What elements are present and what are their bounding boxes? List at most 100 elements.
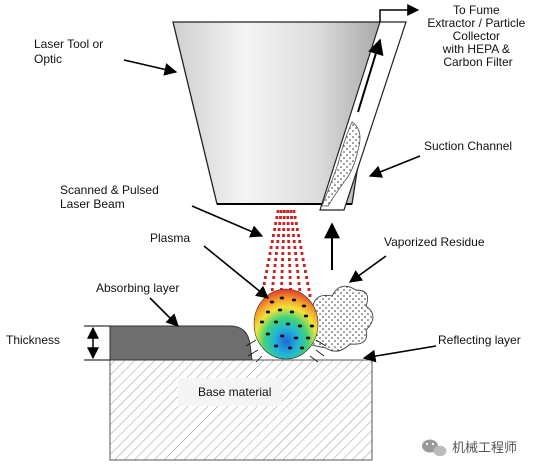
laser-beam-dot — [287, 246, 291, 249]
laser-beam-dot — [272, 234, 275, 237]
plasma-particle — [291, 298, 297, 302]
leader-arrows — [123, 59, 437, 363]
laser-beam-dot — [264, 276, 267, 279]
plasma-particle — [303, 314, 309, 318]
laser-beam-dot — [281, 258, 284, 261]
thickness-label: Thickness — [6, 333, 60, 347]
laser-beam-dot — [282, 222, 286, 225]
laser-beam — [260, 210, 312, 297]
laser-beam-dot — [286, 228, 290, 231]
laser-beam-dot — [279, 210, 283, 213]
laser-beam-dot — [305, 276, 308, 279]
base-material — [109, 359, 373, 461]
laser-beam-dot — [282, 234, 285, 237]
scanned-beam-label: Scanned & Pulsed Laser Beam — [60, 183, 162, 211]
laser-beam-dot — [266, 264, 270, 267]
laser-beam-dot — [273, 264, 277, 267]
laser-beam-dot — [281, 252, 285, 255]
thickness-marker — [84, 325, 110, 361]
plasma-particle — [309, 324, 315, 328]
plasma-particle — [287, 346, 293, 350]
laser-tool-label: Laser Tool or Optic — [34, 37, 107, 66]
watermark: 机械工程师 — [422, 439, 517, 457]
laser-beam-dot — [270, 240, 274, 243]
plasma-particle — [289, 310, 295, 314]
plasma-particle — [265, 310, 271, 314]
laser-beam-dot — [288, 276, 292, 279]
laser-beam-dot — [265, 270, 268, 273]
laser-beam-dot — [296, 276, 300, 279]
plasma-particle — [279, 334, 285, 338]
laser-beam-dot — [272, 276, 276, 279]
laser-beam-dot — [280, 270, 284, 273]
plasma-label: Plasma — [150, 231, 190, 245]
laser-beam-dot — [304, 270, 307, 273]
laser-beam-dot — [288, 258, 291, 261]
wechat-icon — [422, 439, 447, 457]
laser-beam-dot — [302, 264, 306, 267]
laser-beam-dot — [287, 240, 291, 243]
laser-beam-dot — [291, 228, 295, 231]
plasma-particle — [285, 322, 291, 326]
laser-beam-dot — [262, 282, 266, 285]
laser-beam-dot — [289, 210, 293, 213]
laser-beam-dot — [274, 258, 278, 261]
laser-beam-dot — [290, 216, 293, 219]
plasma-particle — [273, 320, 279, 324]
laser-beam-dot — [276, 240, 280, 243]
laser-beam-dot — [286, 222, 290, 225]
laser-beam-dot — [294, 252, 297, 255]
suction-channel-label: Suction Channel — [424, 139, 512, 153]
absorbing-layer-label: Absorbing layer — [96, 281, 179, 295]
laser-beam-dot — [307, 288, 311, 291]
laser-beam-dot — [287, 234, 290, 237]
laser-beam-dot — [280, 276, 284, 279]
plasma-particle — [269, 300, 275, 304]
laser-beam-dot — [275, 246, 279, 249]
plasma-particle — [265, 332, 271, 336]
laser-beam-dot — [296, 270, 300, 273]
laser-beam-dot — [286, 216, 290, 219]
suction-channel — [319, 4, 420, 211]
plasma-particle — [305, 336, 311, 340]
laser-beam-dot — [301, 258, 305, 261]
plasma-particle — [301, 304, 307, 308]
laser-beam-dot — [273, 228, 276, 231]
fume-extractor-label: To Fume Extractor / Particle Collector w… — [427, 3, 528, 69]
laser-beam-dot — [297, 234, 300, 237]
laser-beam-dot — [306, 282, 310, 285]
vaporized-residue-label: Vaporized Residue — [384, 235, 485, 249]
laser-beam-dot — [298, 288, 302, 291]
laser-beam-dot — [279, 216, 282, 219]
laser-beam-dot — [271, 282, 275, 285]
laser-beam-dot — [275, 216, 279, 219]
plasma — [245, 288, 327, 363]
laser-beam-dot — [293, 246, 297, 249]
laser-beam-dot — [281, 240, 285, 243]
laser-beam-dot — [281, 246, 285, 249]
laser-beam-dot — [294, 222, 298, 225]
reflecting-layer-label: Reflecting layer — [438, 333, 521, 347]
laser-beam-dot — [275, 252, 278, 255]
laser-beam-dot — [277, 228, 281, 231]
laser-beam-dot — [287, 252, 291, 255]
laser-beam-dot — [292, 234, 295, 237]
laser-beam-dot — [288, 270, 292, 273]
plasma-particle — [259, 320, 265, 324]
laser-beam-dot — [272, 270, 276, 273]
watermark-text: 机械工程师 — [452, 441, 517, 456]
laser-beam-dot — [299, 246, 303, 249]
laser-beam-dot — [286, 210, 289, 213]
laser-beam-dot — [282, 228, 286, 231]
laser-beam-dot — [277, 234, 280, 237]
laser-beam-dot — [290, 222, 294, 225]
plasma-particle — [277, 308, 283, 312]
base-material-label: Base material — [198, 385, 271, 399]
laser-beam-dot — [274, 222, 278, 225]
plasma-particle — [279, 296, 285, 300]
laser-beam-dot — [280, 264, 284, 267]
laser-beam-dot — [270, 288, 274, 291]
laser-beam-dot — [298, 240, 302, 243]
absorbing-layer — [109, 325, 253, 361]
